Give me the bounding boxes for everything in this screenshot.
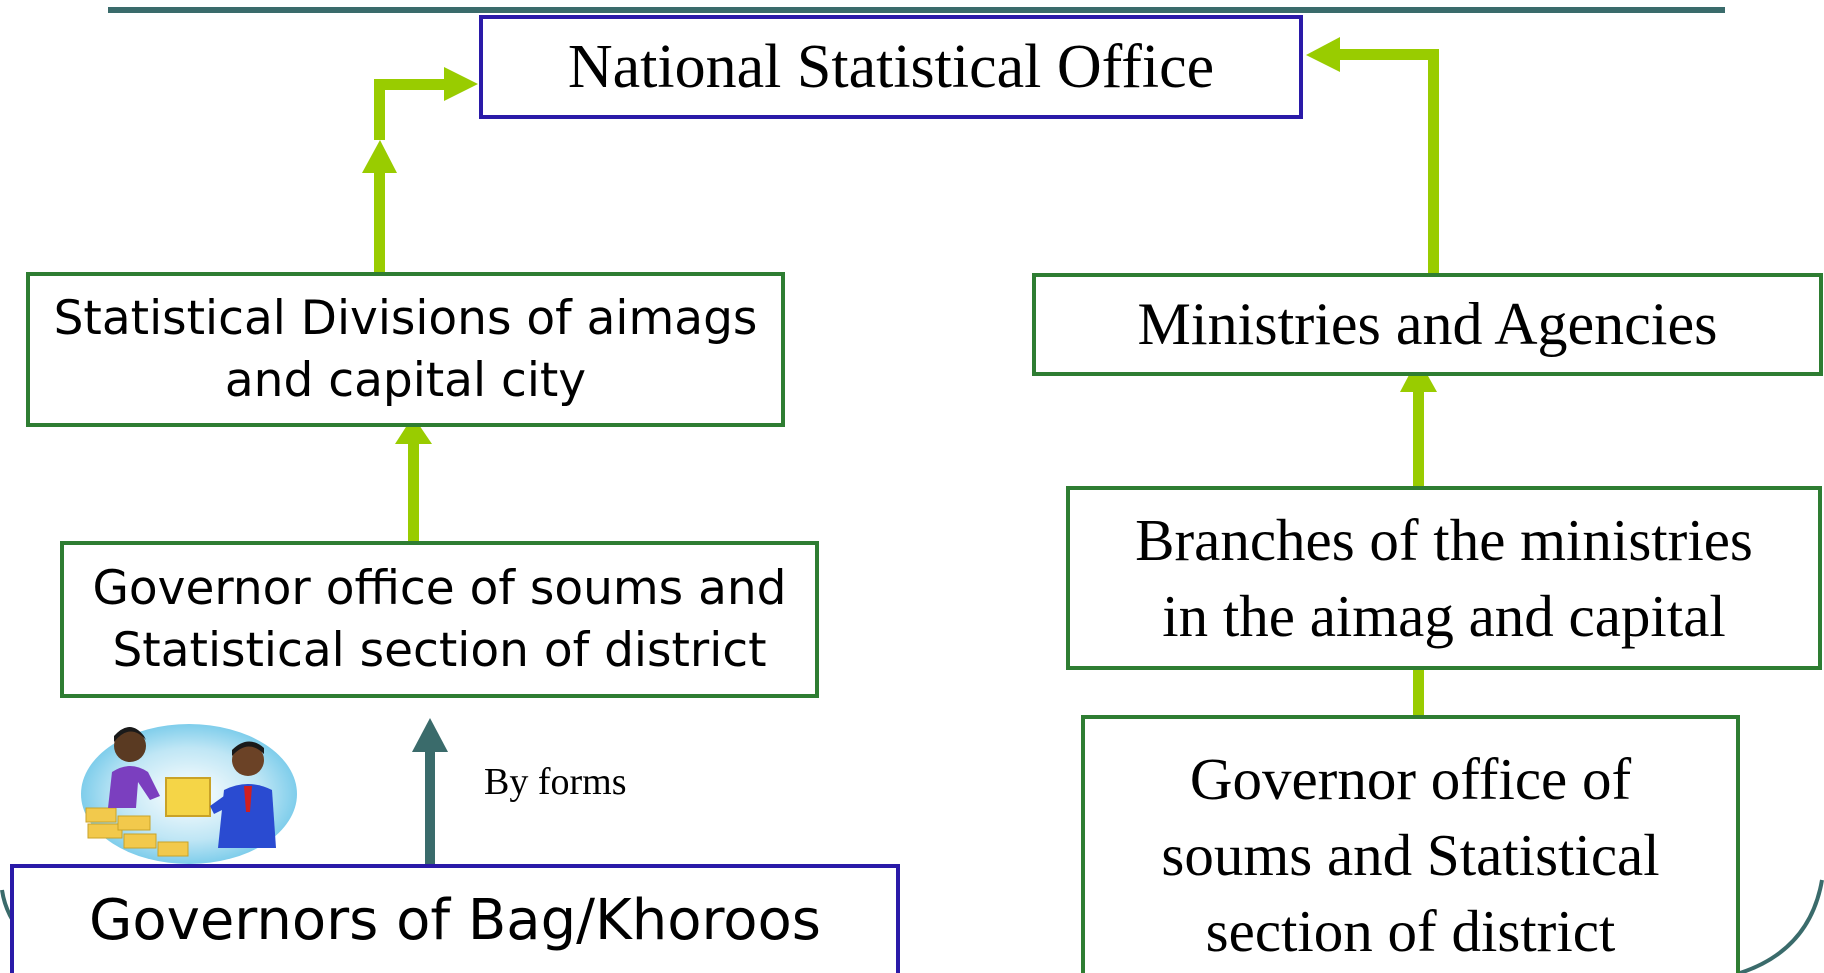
governor-office-left-box: Governor office of soums and Statistical… [60, 541, 819, 698]
arrow-by-forms [412, 718, 448, 864]
national-statistical-office-box: National Statistical Office [479, 15, 1303, 119]
arrow-branches-to-ministries [1400, 358, 1437, 486]
national-statistical-office-label: National Statistical Office [567, 32, 1215, 101]
governors-bag-label: Governors of Bag/Khoroos [89, 888, 821, 953]
governors-bag-box: Governors of Bag/Khoroos [10, 864, 900, 973]
statistical-divisions-line-2: and capital city [224, 352, 587, 408]
people-exchanging-box-icon [81, 724, 297, 864]
ministries-agencies-box: Ministries and Agencies [1032, 273, 1823, 376]
branches-ministries-box: Branches of the ministries in the aimag … [1066, 486, 1822, 670]
branches-ministries-line-2: in the aimag and capital [1162, 583, 1726, 649]
governor-office-right-box: Governor office of soums and Statistical… [1081, 715, 1740, 973]
arrow-soums-to-divisions [395, 416, 432, 541]
governor-office-left-line-2: Statistical section of district [112, 622, 767, 678]
ministries-agencies-label: Ministries and Agencies [1137, 291, 1718, 357]
governor-office-left-line-1: Governor office of soums and [92, 560, 787, 616]
governor-office-right-line-1: Governor office of [1189, 746, 1632, 812]
arrow-ministries-to-nso [1306, 37, 1439, 273]
by-forms-label: By forms [484, 761, 627, 803]
arrow-divisions-to-nso [362, 67, 478, 272]
branches-ministries-line-1: Branches of the ministries [1135, 507, 1753, 573]
statistical-divisions-line-1: Statistical Divisions of aimags [53, 290, 758, 346]
governor-office-right-line-3: section of district [1205, 898, 1616, 964]
statistical-divisions-box: Statistical Divisions of aimags and capi… [26, 272, 785, 427]
governor-office-right-line-2: soums and Statistical [1161, 822, 1660, 888]
bottom-right-frame-curve [1739, 879, 1824, 973]
